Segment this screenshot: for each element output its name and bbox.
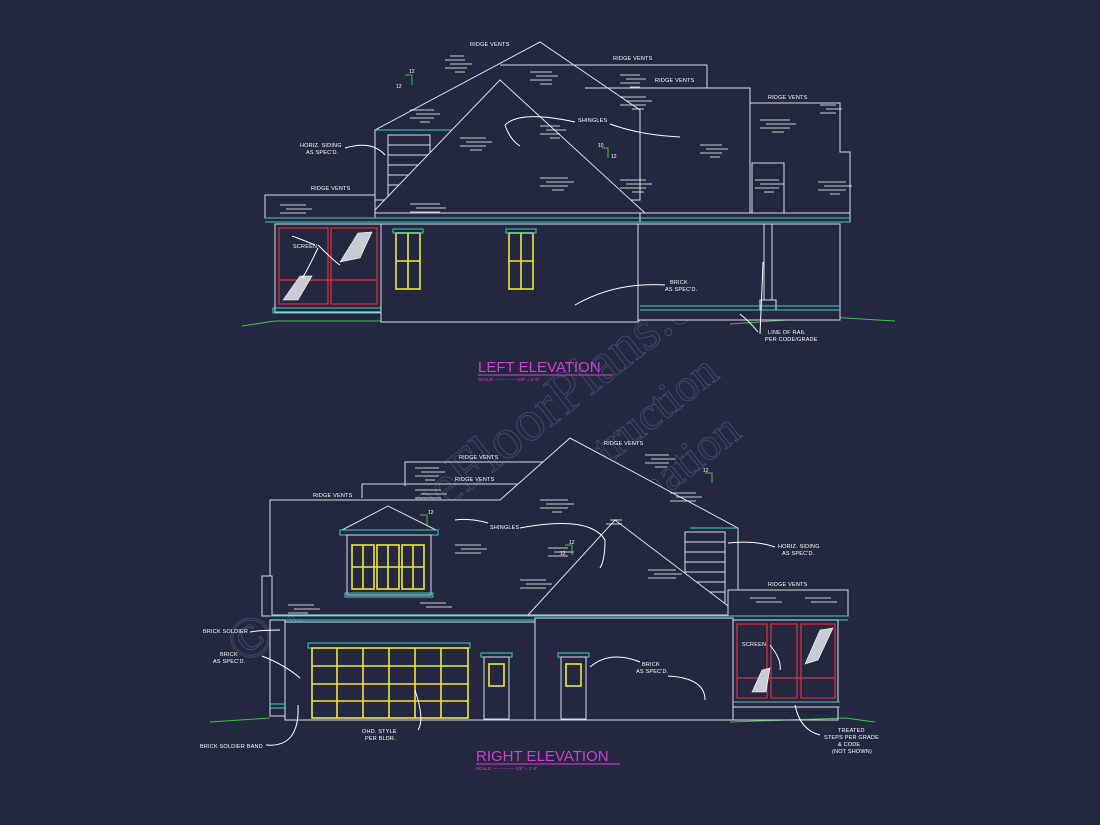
window-left (392, 228, 424, 290)
right-elevation: 12 12 12 12 RIDGE VENTS RIDGE VENTS RIDG… (200, 437, 879, 771)
right-porch (637, 223, 841, 321)
rear-door (560, 656, 587, 720)
pitch-label-4: 12 (611, 154, 617, 160)
right-porch-roof-r (727, 589, 849, 617)
note-r-horiz-siding-2: AS SPEC'D. (782, 551, 815, 557)
note-brick-1: BRICK (670, 280, 688, 286)
garage-wall (284, 621, 536, 721)
front-gable-roof (370, 79, 647, 214)
note-horiz-siding-2: AS SPEC'D. (306, 150, 339, 156)
note-r-ridge-vents-4: RIDGE VENTS (313, 493, 353, 499)
right-elevation-title: RIGHT ELEVATION (476, 748, 609, 765)
front-gable-right (526, 519, 742, 616)
left-return-wall (269, 619, 286, 717)
note-ridge-vents-4: RIDGE VENTS (768, 95, 808, 101)
leader-lines (291, 116, 764, 335)
note-r-brick-a-1: BRICK (220, 652, 238, 658)
side-door (483, 656, 510, 720)
leader-lines-right (249, 518, 821, 746)
ridge-vent-symbols (280, 55, 852, 214)
note-treated-2: STEPS PER GRADE (824, 735, 879, 741)
note-r-brick-a-2: AS SPEC'D. (213, 659, 246, 665)
ridge-line-3 (750, 102, 851, 215)
pitch-label-r1: 12 (428, 510, 434, 516)
note-ridge-vents-3: RIDGE VENTS (655, 78, 695, 84)
porch-base-right (733, 701, 840, 708)
note-ridge-vents-1: RIDGE VENTS (470, 42, 510, 48)
note-brick-2: AS SPEC'D. (665, 287, 698, 293)
lower-fascia (265, 217, 850, 223)
note-r-shingles: SHINGLES (490, 525, 520, 531)
note-treated-1: TREATED (838, 728, 865, 734)
screen-reflection-r2 (751, 667, 771, 693)
dormer-sill (344, 592, 434, 598)
side-bump-out (751, 162, 785, 216)
screen-frame-r1 (736, 623, 768, 699)
side-door-glass (488, 663, 505, 687)
note-r-ridge-vents-3: RIDGE VENTS (455, 477, 495, 483)
screen-reflection-1 (339, 231, 373, 263)
note-r-ridge-vents-1: RIDGE VENTS (459, 455, 499, 461)
note-rail-2: PER CODE/GRADE (765, 337, 818, 343)
pitch-label-1: 12 (396, 84, 402, 90)
note-treated-3: & CODE (838, 742, 860, 748)
pitch-markers (405, 74, 609, 158)
garage-door (307, 642, 471, 719)
porch-roof (264, 194, 376, 219)
note-ohd-1: OHD. STYLE (362, 729, 397, 735)
note-horiz-siding-1: HORIZ. SIDING (300, 143, 342, 149)
pitch-label-3: 10 (598, 143, 604, 149)
side-wall (534, 617, 734, 721)
screen-frame-left (278, 227, 329, 305)
note-r-ridge-vents-2: RIDGE VENTS (604, 441, 644, 447)
note-ohd-2: PER BLDR. (365, 736, 396, 742)
ridge-line-1 (500, 64, 708, 88)
note-treated-4: (NOT SHOWN) (832, 749, 872, 755)
ridge-line-2 (585, 87, 751, 215)
note-r-brick-b-2: AS SPEC'D. (636, 669, 669, 675)
note-brick-soldier: BRICK SOLDIER (203, 629, 248, 635)
rear-door-glass (565, 663, 582, 687)
left-elevation-title: LEFT ELEVATION (478, 359, 601, 376)
note-ridge-vents-5: RIDGE VENTS (311, 186, 351, 192)
pitch-markers-right (420, 472, 713, 555)
note-screen: SCREEN (293, 244, 317, 250)
screen-reflection-2 (282, 275, 313, 301)
porch-foundation (732, 706, 839, 721)
soldier-band-left (270, 703, 285, 709)
ground-line-right (209, 717, 876, 723)
ridge-vent-symbols-right (288, 454, 837, 614)
chimney-side (261, 575, 273, 617)
screen-frame-right (330, 227, 378, 305)
window-right (505, 228, 537, 290)
pitch-label-r4: 12 (560, 551, 566, 557)
right-elevation-scale: SCALE: ---------------1/8" = 1'-0" (476, 766, 538, 771)
note-ridge-vents-2: RIDGE VENTS (613, 56, 653, 62)
ridge-line-r2 (361, 483, 530, 498)
screen-reflection-r1 (804, 627, 834, 665)
note-shingles: SHINGLES (578, 118, 608, 124)
porch-rail (640, 305, 840, 311)
note-rail-1: LINE OF RAIL (768, 330, 806, 336)
pitch-label-2: 12 (409, 69, 415, 75)
left-elevation-scale: SCALE: ---------------1/8" = 1'-0" (478, 377, 540, 382)
ridge-line-r1 (404, 461, 570, 486)
note-r-ridge-vents-5: RIDGE VENTS (768, 582, 808, 588)
screen-frame-r2 (770, 623, 798, 699)
left-elevation: 12 12 10 12 RIDGE VENTS RIDGE VENTS RIDG… (241, 41, 896, 382)
note-r-brick-b-1: BRICK (642, 662, 660, 668)
note-soldier-band: BRICK SOLDIER BAND (200, 744, 263, 750)
screen-frame-r3 (800, 623, 836, 699)
dormer-wall (346, 534, 432, 596)
pitch-label-r2: 12 (703, 468, 709, 474)
dormer-window (351, 544, 425, 590)
note-r-screen: SCREEN (742, 642, 766, 648)
pitch-label-r3: 12 (569, 540, 575, 546)
note-r-horiz-siding-1: HORIZ. SIDING (778, 544, 820, 550)
